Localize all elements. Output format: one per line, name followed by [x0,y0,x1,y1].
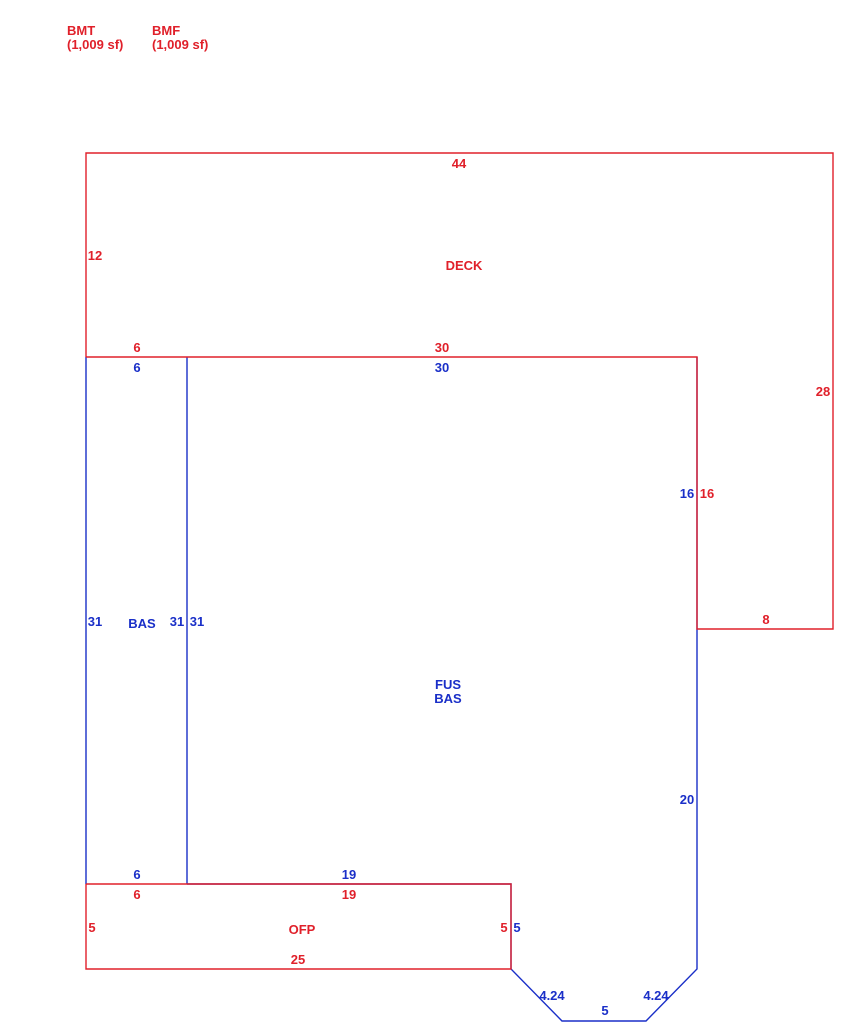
dim-fus-right-upper: 16 [680,486,694,501]
dim-deck-left: 12 [88,248,102,263]
dim-deck-inner-vert: 16 [700,486,714,501]
dim-deck-bottom-main: 30 [435,340,449,355]
dim-bas-bottom: 6 [133,867,140,882]
fus-area-label: FUS [435,677,461,692]
dim-bas-left: 31 [88,614,102,629]
legend-bmf-code: BMF [152,23,181,38]
legend-bmf-area: (1,009 sf) [152,37,209,52]
dim-deck-right: 28 [816,384,830,399]
dim-fus-diag-left: 4.24 [539,988,565,1003]
dim-fus-left: 31 [190,614,204,629]
dim-fus-right-lower: 20 [680,792,694,807]
dim-ofp-bottom: 25 [291,952,305,967]
legend-bmf: BMF (1,009 sf) [152,24,208,52]
dim-ofp-right: 5 [500,920,507,935]
dim-fus-right-step: 5 [513,920,520,935]
dim-fus-bottom-short: 5 [601,1003,608,1018]
dim-deck-bottom-left: 6 [133,340,140,355]
deck-area-label: DECK [446,258,483,273]
dim-ofp-top-main: 19 [342,887,356,902]
dim-deck-step-bottom: 8 [762,612,769,627]
bas-area-label: BAS [128,616,156,631]
legend-bmt-code: BMT [67,23,96,38]
ofp-area-label: OFP [289,922,316,937]
dim-fus-bottom: 19 [342,867,356,882]
dim-ofp-top-left: 6 [133,887,140,902]
deck-outline [85,152,834,630]
dim-bas-top: 6 [133,360,140,375]
fus-bas-area-label: BAS [434,691,462,706]
dim-ofp-left: 5 [88,920,95,935]
ofp-outline [85,883,512,970]
dim-fus-diag-right: 4.24 [643,988,669,1003]
dim-fus-top: 30 [435,360,449,375]
legend-bmt: BMT (1,009 sf) [67,24,123,52]
dim-deck-top: 44 [452,156,467,171]
legend-bmt-area: (1,009 sf) [67,37,124,52]
dim-bas-right: 31 [170,614,184,629]
